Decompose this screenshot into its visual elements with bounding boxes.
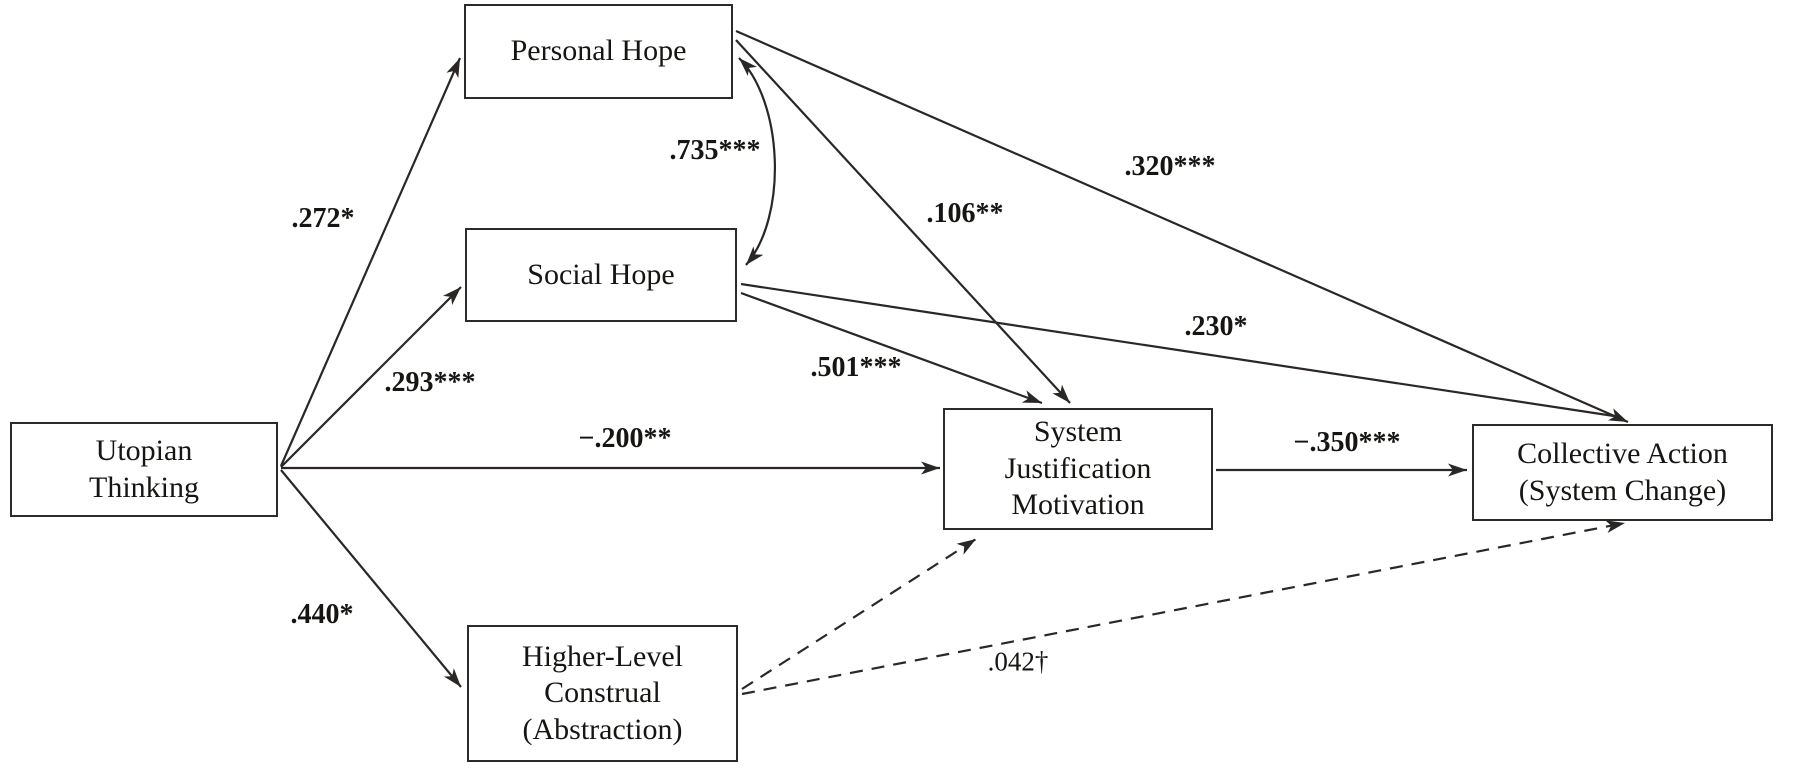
node-utopian-thinking-label: Utopian Thinking bbox=[89, 433, 199, 504]
node-social-hope-label: Social Hope bbox=[527, 257, 675, 291]
path-social-hope-to-system-justification bbox=[740, 291, 1043, 405]
path-utopian-to-personal-hope bbox=[279, 57, 462, 467]
coef-personal-sjm: .106** bbox=[926, 198, 1004, 229]
node-higher-level-construal-label: Higher-Level Construal (Abstraction) bbox=[522, 639, 683, 746]
node-collective-action: Collective Action (System Change) bbox=[1472, 424, 1773, 521]
node-system-justification-motivation: System Justification Motivation bbox=[943, 408, 1213, 530]
coef-utopian-social: .293*** bbox=[384, 367, 476, 398]
node-system-justification-motivation-label: System Justification Motivation bbox=[1004, 415, 1152, 522]
path-utopian-to-higher-level-construal bbox=[280, 469, 462, 688]
node-personal-hope-label: Personal Hope bbox=[510, 34, 687, 68]
path-construal-to-system-justification-dashed bbox=[741, 538, 977, 690]
coef-sjm-collective: −.350*** bbox=[1293, 427, 1401, 458]
coef-personal-collective: .320*** bbox=[1124, 151, 1216, 182]
path-construal-to-collective-action-dashed bbox=[741, 520, 1626, 696]
node-utopian-thinking: Utopian Thinking bbox=[10, 422, 278, 517]
node-social-hope: Social Hope bbox=[465, 228, 737, 322]
node-collective-action-label: Collective Action (System Change) bbox=[1517, 436, 1728, 507]
coef-utopian-sjm: −.200** bbox=[578, 423, 672, 454]
coef-social-collective: .230* bbox=[1184, 311, 1248, 342]
path-social-hope-to-collective-action bbox=[740, 282, 1615, 418]
coef-personal-social-covariance: .735*** bbox=[669, 135, 761, 166]
coef-utopian-construal: .440* bbox=[290, 599, 354, 630]
coef-utopian-personal: .272* bbox=[291, 203, 355, 234]
node-personal-hope: Personal Hope bbox=[464, 4, 733, 99]
path-utopian-to-social-hope bbox=[280, 286, 462, 468]
node-higher-level-construal: Higher-Level Construal (Abstraction) bbox=[467, 625, 738, 762]
path-personal-social-covariance-curve bbox=[738, 57, 776, 266]
path-personal-hope-to-system-justification bbox=[735, 39, 1071, 404]
coef-construal-collective: .042† bbox=[987, 646, 1049, 677]
path-personal-hope-to-collective-action bbox=[735, 29, 1629, 424]
coef-social-sjm: .501*** bbox=[810, 352, 902, 383]
